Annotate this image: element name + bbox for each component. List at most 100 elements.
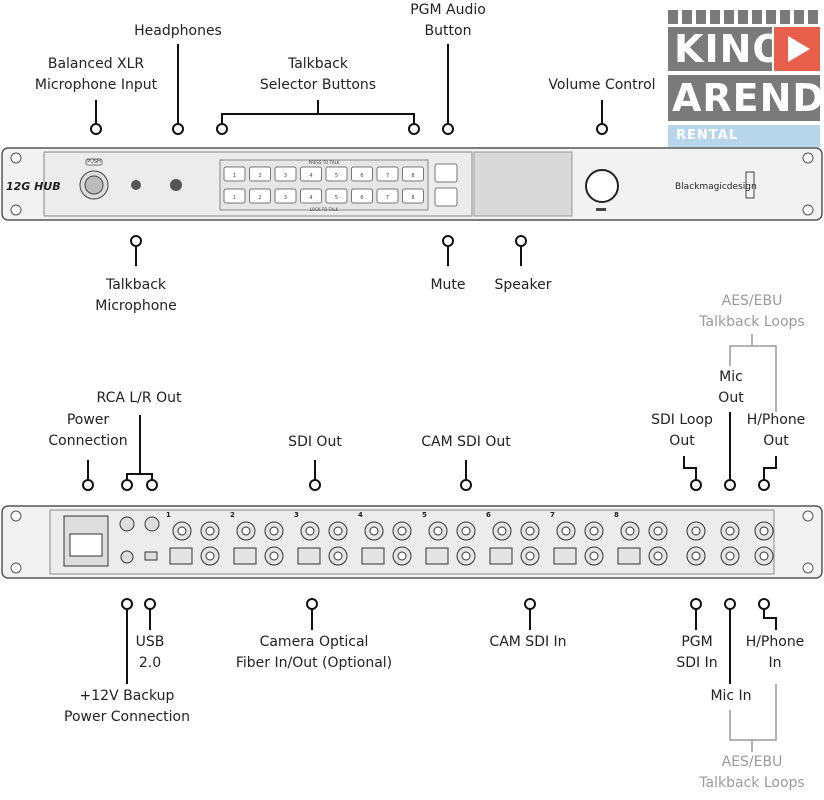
- callout-dots: [82, 123, 770, 610]
- bnc-pin: [433, 526, 443, 536]
- channel-number: 7: [550, 511, 555, 519]
- sdi-out-label: SDI Out: [288, 434, 342, 450]
- talkback-button[interactable]: [300, 188, 322, 204]
- channel-number: 2: [230, 511, 235, 519]
- bnc-pin: [269, 526, 279, 536]
- talkback-button-number: 8: [411, 195, 414, 201]
- talkback-button-number: 3: [284, 173, 287, 179]
- fiber-connector: [489, 547, 513, 565]
- bnc-pin: [589, 526, 599, 536]
- bnc-pin: [177, 526, 187, 536]
- mic-in-label: Mic In: [710, 688, 752, 704]
- bnc-pin: [333, 526, 343, 536]
- bnc-pin: [269, 551, 279, 561]
- brand-name: Blackmagicdesign: [675, 182, 757, 192]
- bnc-pin: [205, 551, 215, 561]
- model-name: 12G HUB: [6, 180, 61, 193]
- rca-out-label: RCA L/R Out: [96, 390, 182, 406]
- talkback-button-number: 6: [360, 195, 363, 201]
- talkback-button-number: 6: [360, 173, 363, 179]
- bnc-pin: [497, 526, 507, 536]
- fiber-connector: [553, 547, 577, 565]
- talkback-button[interactable]: [402, 188, 424, 204]
- talkback-button[interactable]: [223, 188, 246, 204]
- bnc-pin: [691, 526, 701, 536]
- talkback-button[interactable]: [351, 188, 373, 204]
- talkback-button[interactable]: [325, 166, 348, 182]
- logo-tag: RENTAL: [668, 125, 820, 147]
- bnc-pin: [625, 526, 635, 536]
- bnc-pin: [305, 526, 315, 536]
- aes-brackets: [729, 334, 777, 752]
- talkback-button[interactable]: [249, 188, 271, 204]
- talkback-button-number: 4: [309, 173, 312, 179]
- bnc-pin: [397, 551, 407, 561]
- bnc-pin: [369, 526, 379, 536]
- talkback-button[interactable]: [351, 166, 373, 182]
- bnc-pin: [759, 551, 769, 561]
- callout-lines: [87, 44, 777, 684]
- channel-number: 6: [486, 511, 491, 519]
- rear-panel: [1, 505, 823, 579]
- press-to-talk-label: PRESS TO TALK: [309, 160, 340, 165]
- bnc-pin: [653, 551, 663, 561]
- logo-line2: ARENDA: [668, 75, 824, 121]
- fiber-connector: [425, 547, 449, 565]
- talkback-button-number: 8: [411, 173, 414, 179]
- speaker-label: Speaker: [494, 277, 552, 293]
- talkback-button-number: 5: [335, 195, 338, 201]
- talkback-button-number: 1: [233, 195, 236, 201]
- talkback-button[interactable]: [223, 166, 246, 182]
- logo-line1: KINO: [668, 27, 785, 71]
- talkback-button[interactable]: [325, 188, 348, 204]
- talkback-button-number: 5: [335, 173, 338, 179]
- front-panel: [1, 147, 823, 221]
- fiber-connector: [617, 547, 641, 565]
- channel-number: 1: [166, 511, 171, 519]
- bnc-pin: [333, 551, 343, 561]
- talkback-button-number: 7: [386, 195, 389, 201]
- talkback-button-number: 2: [258, 173, 261, 179]
- channel-number: 4: [358, 511, 363, 519]
- volume-control-label: Volume Control: [548, 77, 656, 93]
- bnc-pin: [561, 526, 571, 536]
- bnc-pin: [525, 526, 535, 536]
- bnc-pin: [461, 551, 471, 561]
- channel-number: 3: [294, 511, 299, 519]
- talkback-button-number: 1: [233, 173, 236, 179]
- lock-to-talk-label: LOCK TO TALK: [310, 207, 339, 212]
- cam-sdi-in-label: CAM SDI In: [489, 634, 567, 650]
- fiber-connector: [361, 547, 385, 565]
- talkback-button[interactable]: [402, 166, 424, 182]
- talkback-button-number: 4: [309, 195, 312, 201]
- talkback-button[interactable]: [376, 166, 399, 182]
- talkback-button-number: 2: [258, 195, 261, 201]
- bnc-pin: [205, 526, 215, 536]
- talkback-button[interactable]: [376, 188, 399, 204]
- mute-label: Mute: [430, 277, 466, 293]
- talkback-button[interactable]: [274, 188, 297, 204]
- talkback-button[interactable]: [274, 166, 297, 182]
- talkback-button[interactable]: [300, 166, 322, 182]
- bnc-pin: [525, 551, 535, 561]
- talkback-button[interactable]: [249, 166, 271, 182]
- fiber-connector: [169, 547, 193, 565]
- bnc-pin: [589, 551, 599, 561]
- bnc-pin: [461, 526, 471, 536]
- talkback-button-number: 7: [386, 173, 389, 179]
- bnc-pin: [725, 551, 735, 561]
- bnc-pin: [759, 526, 769, 536]
- bnc-pin: [397, 526, 407, 536]
